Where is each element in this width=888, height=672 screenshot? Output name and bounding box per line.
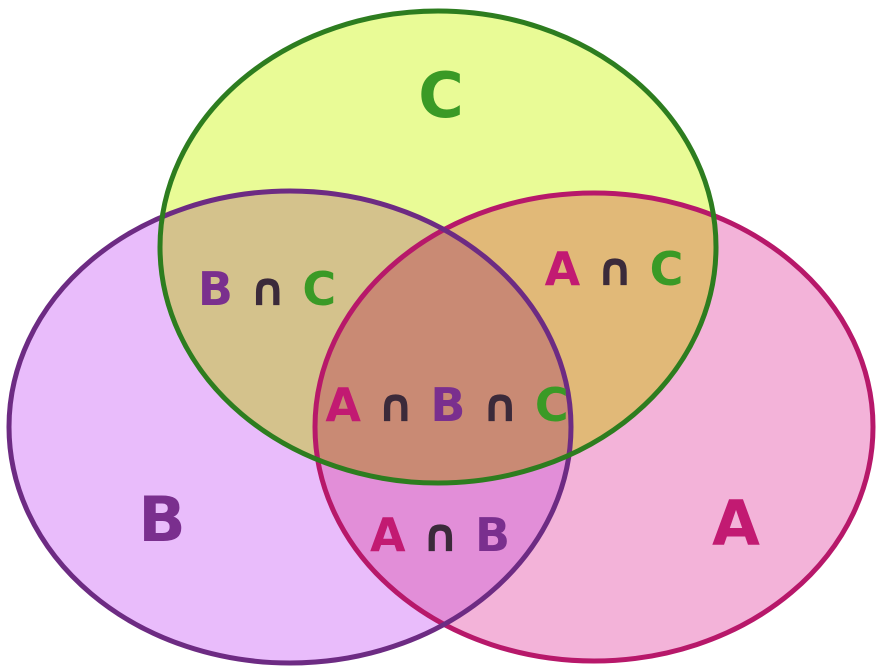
set-b-outline xyxy=(6,188,574,666)
region-bc-label: B ∩ C xyxy=(198,262,336,316)
set-c-label: C xyxy=(418,59,464,132)
set-b-label: B xyxy=(138,483,185,556)
set-a-outline xyxy=(312,190,876,664)
region-ab-label: A ∩ B xyxy=(370,508,510,562)
region-ac-label: A ∩ C xyxy=(545,242,684,296)
region-abc-fill xyxy=(315,193,571,483)
set-a-label: A xyxy=(712,487,760,560)
region-abc-label: A ∩ B ∩ C xyxy=(325,378,568,432)
set-c-outline xyxy=(157,8,719,486)
